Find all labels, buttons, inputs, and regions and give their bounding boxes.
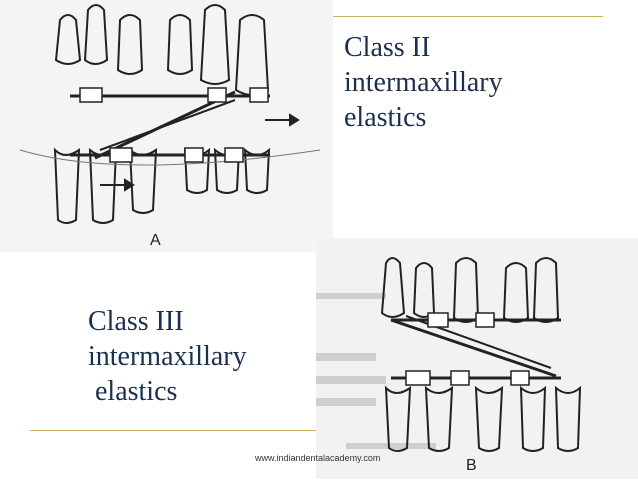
class-iii-line-1: Class III	[88, 306, 184, 337]
class-ii-line-2: intermaxillary	[344, 67, 503, 98]
class-ii-line-3: elastics	[344, 102, 427, 133]
figure-b-label: B	[466, 457, 477, 474]
figure-a-class-ii-illustration: A	[0, 0, 333, 252]
top-divider	[333, 16, 603, 17]
figure-a-label: A	[150, 232, 161, 249]
class-ii-dental-drawing: A	[0, 0, 333, 252]
class-ii-elastics-label: Class II intermaxillary elastics	[344, 30, 503, 135]
bottom-divider	[30, 430, 320, 431]
class-iii-dental-drawing: B	[316, 257, 582, 474]
class-iii-elastics-label: Class III intermaxillary elastics	[88, 304, 247, 409]
class-iii-line-3: elastics	[88, 376, 178, 407]
figure-b-class-iii-illustration: B	[316, 238, 638, 479]
class-iii-line-2: intermaxillary	[88, 341, 247, 372]
class-ii-line-1: Class II	[344, 32, 431, 63]
footer-url: www.indiandentalacademy.com	[255, 453, 381, 463]
